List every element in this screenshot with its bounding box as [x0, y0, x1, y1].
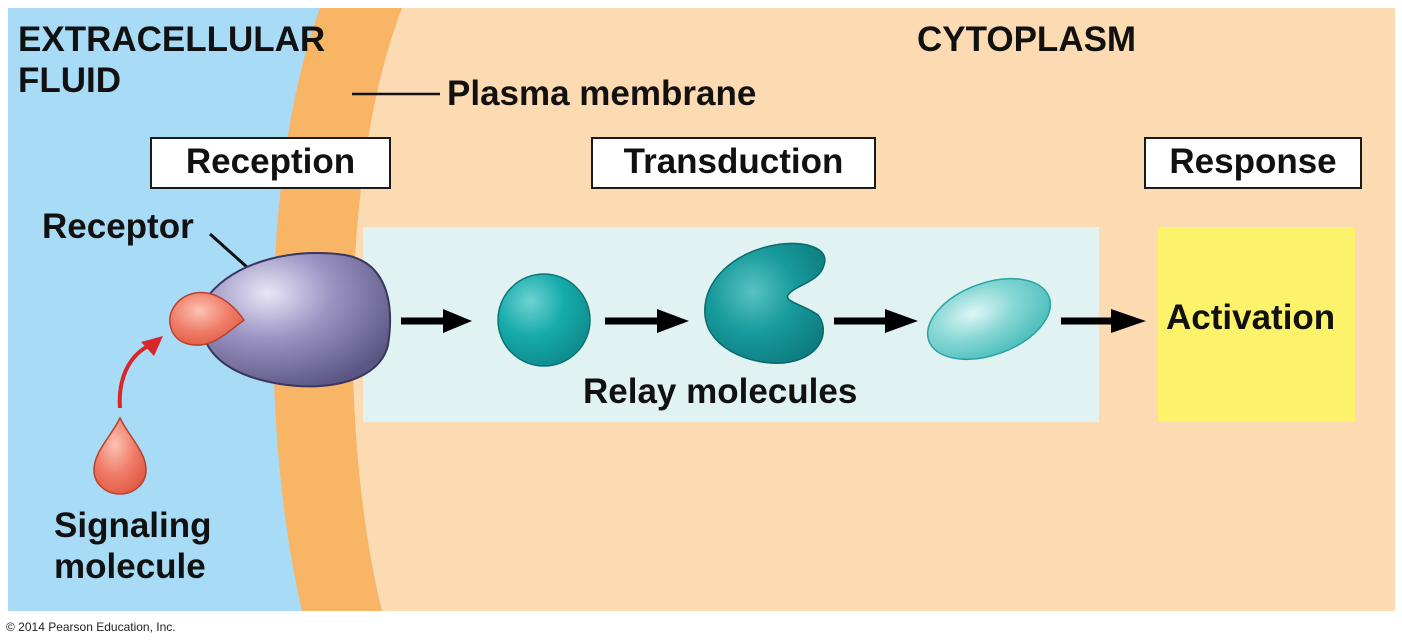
reception-stage-box: Reception	[150, 137, 391, 189]
relay-molecule-3	[926, 277, 1052, 361]
cytoplasm-label: CYTOPLASM	[917, 20, 1137, 59]
arrow-2	[605, 309, 689, 333]
signaling-molecule-label-line1: Signaling	[54, 506, 212, 545]
receptor-leader-line	[208, 232, 250, 270]
receptor-label: Receptor	[42, 207, 194, 246]
copyright-credit: © 2014 Pearson Education, Inc.	[6, 620, 176, 634]
extracellular-label-line2: FLUID	[18, 61, 122, 100]
arrow-1	[401, 309, 472, 333]
relay-molecules-label: Relay molecules	[583, 372, 858, 411]
activation-label: Activation	[1166, 298, 1336, 337]
arrow-3	[834, 309, 918, 333]
bound-signaling-molecule	[169, 291, 246, 346]
receptor-protein	[200, 252, 392, 388]
binding-arrow	[117, 343, 151, 409]
binding-arrow-head	[141, 336, 163, 356]
plasma-membrane-label: Plasma membrane	[447, 74, 757, 113]
transduction-stage-box: Transduction	[591, 137, 876, 189]
free-signaling-molecule	[93, 416, 147, 495]
arrow-4	[1061, 309, 1146, 333]
signaling-molecule-label-line2: molecule	[54, 547, 206, 586]
extracellular-label-line1: EXTRACELLULAR	[18, 20, 326, 59]
relay-molecule-1	[497, 273, 591, 367]
relay-molecule-2	[704, 242, 826, 364]
response-panel	[1158, 227, 1355, 422]
response-stage-box: Response	[1144, 137, 1362, 189]
